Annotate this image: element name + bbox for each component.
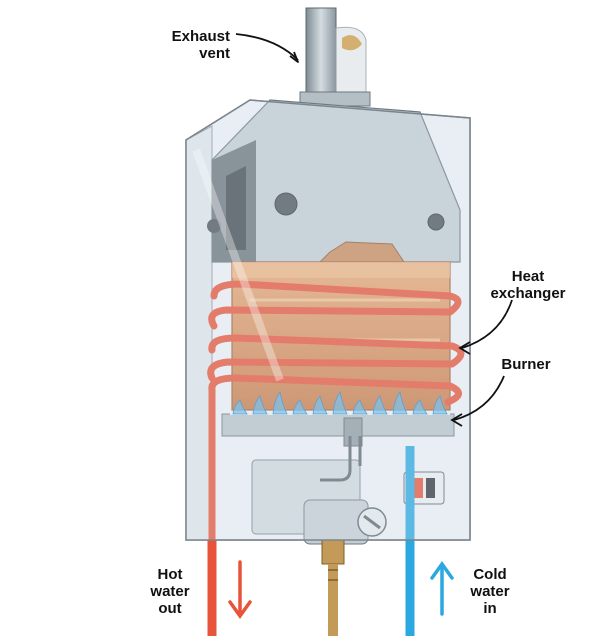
hot-water-out-label: Hot water out	[150, 566, 190, 617]
housing-front-glass	[185, 99, 471, 541]
cold-water-in-label: Cold water in	[470, 566, 510, 617]
heat-exchanger-leader-head	[458, 341, 471, 355]
burner-leader-head	[450, 413, 463, 427]
exhaust-vent-label: Exhaust vent	[171, 28, 230, 62]
flame	[232, 399, 248, 415]
callout-lines	[235, 33, 513, 427]
heat-exchanger-leader	[461, 299, 513, 349]
flame	[432, 395, 448, 415]
hot-water-coils	[207, 280, 465, 564]
flame	[412, 399, 428, 415]
heat-exchanger-label: Heat exchanger	[490, 268, 566, 302]
cold-water-in-arrow	[430, 560, 454, 616]
flame	[372, 395, 388, 415]
flame	[312, 395, 328, 415]
burner-label: Burner	[501, 356, 551, 373]
flame	[252, 395, 268, 415]
exhaust-flue	[299, 7, 371, 107]
flame	[292, 399, 308, 415]
flame	[272, 390, 288, 415]
burner-leader	[453, 375, 505, 421]
burner-flames	[232, 390, 448, 415]
gas-inlet	[321, 539, 345, 636]
flame	[332, 390, 348, 415]
flame	[392, 390, 408, 415]
exhaust-vent-leader-head	[289, 51, 299, 63]
flue-hood	[207, 99, 461, 263]
hot-water-out-arrow	[228, 560, 252, 620]
flame	[352, 399, 368, 415]
exhaust-vent-leader	[235, 33, 299, 61]
